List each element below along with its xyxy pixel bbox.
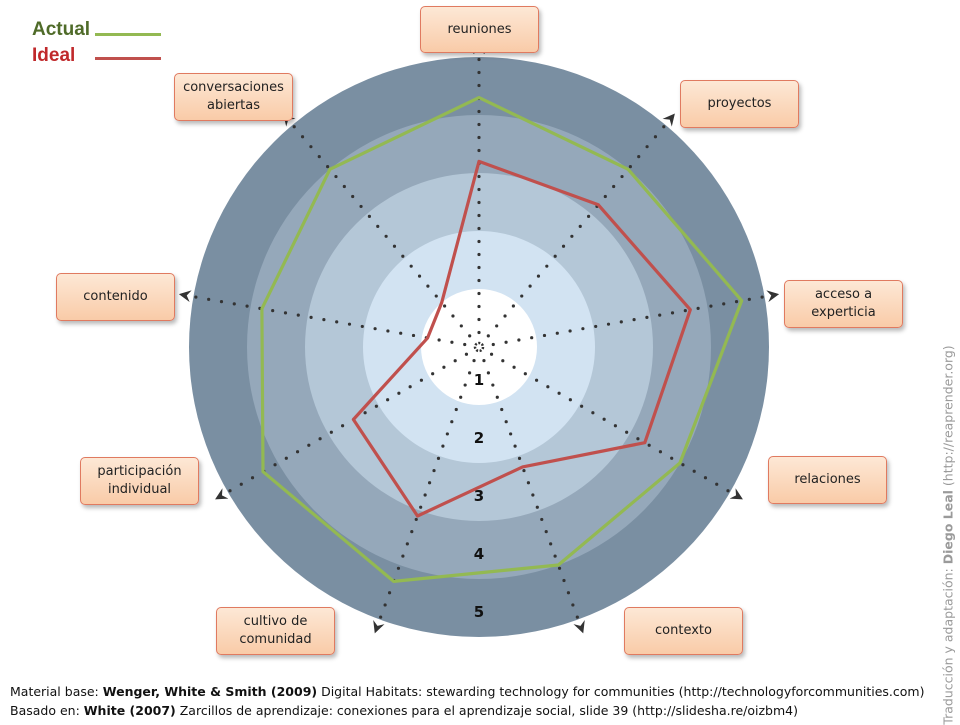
spoke-2 bbox=[491, 290, 780, 347]
spoke-3 bbox=[489, 352, 743, 500]
axis-label-cultivo-de-comunidad: cultivo de comunidad bbox=[216, 607, 335, 655]
credit-name: Diego Leal bbox=[940, 490, 956, 565]
credit-prefix: Traducción y adaptación: bbox=[940, 564, 956, 725]
footer-line2-prefix: Basado en: bbox=[10, 703, 84, 718]
axis-label-relaciones: relaciones bbox=[768, 456, 887, 504]
translation-credit: Traducción y adaptación: Diego Leal (htt… bbox=[941, 345, 956, 724]
ring-labels: 1 2 3 4 5 bbox=[474, 371, 484, 621]
axis-label-reuniones: reuniones bbox=[420, 6, 539, 53]
legend-swatch-ideal bbox=[95, 57, 161, 60]
credit-suffix: (http://reaprender.org) bbox=[940, 345, 956, 491]
ring-label-1: 1 bbox=[474, 371, 484, 389]
legend-swatch-actual bbox=[95, 33, 161, 36]
ring-band-1 bbox=[421, 289, 537, 405]
radar-spokes bbox=[178, 42, 780, 634]
axis-label-conversaciones-abiertas: conversaciones abiertas bbox=[174, 73, 293, 121]
footer-source-line: Material base: Wenger, White & Smith (20… bbox=[10, 684, 924, 699]
legend-label-ideal: Ideal bbox=[32, 45, 76, 66]
spoke-1 bbox=[486, 113, 676, 338]
ring-label-2: 2 bbox=[474, 429, 484, 447]
axis-label-contexto: contexto bbox=[624, 607, 743, 655]
spoke-7 bbox=[178, 290, 467, 347]
footer-line1-authors: Wenger, White & Smith (2009) bbox=[102, 684, 318, 699]
ring-label-5: 5 bbox=[474, 603, 484, 621]
axis-label-participacion-individual: participación individual bbox=[80, 457, 199, 505]
legend-label-actual: Actual bbox=[32, 19, 91, 40]
footer-based-on-line: Basado en: White (2007) Zarcillos de apr… bbox=[10, 703, 798, 718]
axis-label-acceso-a-experticia: acceso a experticia bbox=[784, 280, 903, 328]
spoke-4 bbox=[482, 359, 585, 634]
radar-rings bbox=[189, 57, 769, 637]
series-line-ideal bbox=[351, 159, 692, 518]
series-line-actual bbox=[260, 95, 744, 584]
ring-label-3: 3 bbox=[474, 487, 484, 505]
ring-label-4: 4 bbox=[474, 545, 484, 563]
axis-label-proyectos: proyectos bbox=[680, 80, 799, 128]
footer-line1-prefix: Material base: bbox=[10, 684, 103, 699]
axis-label-contenido: contenido bbox=[56, 273, 175, 321]
spoke-5 bbox=[373, 359, 476, 634]
footer-line2-authors: White (2007) bbox=[83, 703, 176, 718]
center-hub bbox=[473, 341, 485, 353]
spoke-6 bbox=[215, 352, 469, 500]
spoke-8 bbox=[282, 113, 472, 338]
radar-series bbox=[260, 95, 744, 584]
footer-line2-rest: Zarcillos de aprendizaje: conexiones par… bbox=[175, 703, 799, 718]
footer-line1-rest: Digital Habitats: stewarding technology … bbox=[317, 684, 925, 699]
